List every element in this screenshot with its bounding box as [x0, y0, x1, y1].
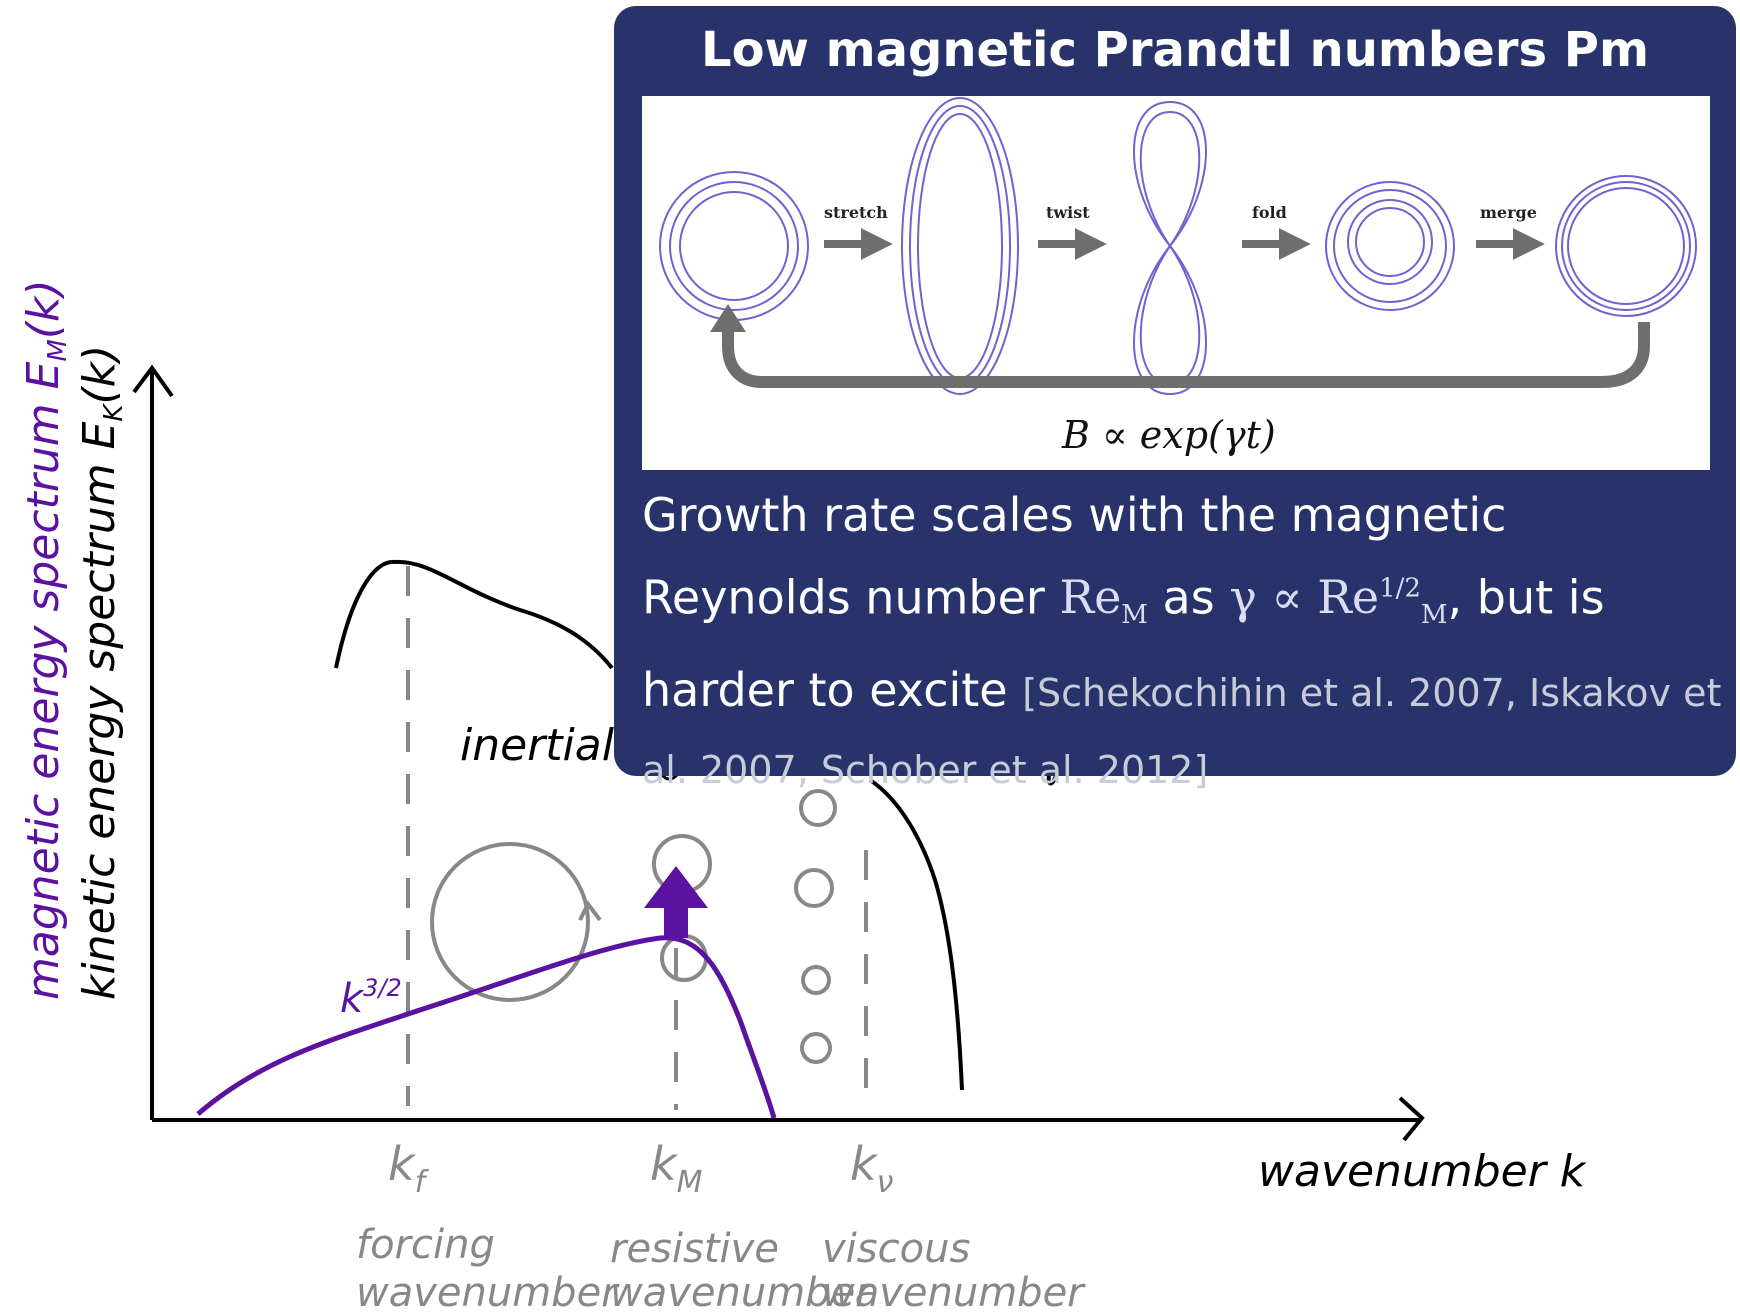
feedback-arrow [728, 322, 1644, 382]
caption-line-2b: as [1148, 570, 1229, 624]
eddy-circles [432, 791, 835, 1062]
flux-loop-initial [660, 172, 808, 320]
caption-line-1: Growth rate scales with the magnetic [642, 488, 1506, 542]
flux-loop-twisted [1134, 102, 1206, 394]
caption-line-2c: , but is [1448, 570, 1605, 624]
step-label-twist: twist [1046, 203, 1090, 222]
panel-title: Low magnetic Prandtl numbers Pm [614, 22, 1736, 78]
y-label-magnetic: magnetic energy spectrum EM(k) [18, 279, 73, 1000]
small-eddy-2 [796, 870, 832, 906]
y-label-kinetic: kinetic energy spectrum EK(k) [74, 345, 129, 1000]
caption-line-2a: Reynolds number [642, 570, 1059, 624]
small-eddy-3 [803, 967, 829, 993]
step-label-stretch: stretch [824, 203, 888, 222]
panel-caption: Growth rate scales with the magnetic Rey… [642, 478, 1722, 807]
caption-growth-scaling: γ ∝ Re1/2M [1229, 570, 1447, 624]
marker-knu: kν viscous wavenumber [822, 1137, 1086, 1313]
flux-loop-stretched [902, 98, 1018, 394]
km-symbol: kM [650, 1137, 703, 1200]
caption-reynolds: ReM [1059, 570, 1147, 624]
growth-arrow [644, 866, 708, 938]
marker-kf: kf forcing wavenumber [356, 1137, 620, 1313]
kf-desc-2: wavenumber [356, 1270, 620, 1313]
knu-desc-2: wavenumber [822, 1270, 1086, 1313]
caption-line-3: harder to excite [642, 663, 1022, 717]
flux-tube-figure: stretch twist fold merge B ∝ exp(γt) [642, 96, 1710, 470]
knu-desc-1: viscous [822, 1226, 970, 1272]
large-eddy [432, 844, 588, 1000]
growth-formula: B ∝ exp(γt) [1061, 413, 1276, 457]
dynamo-panel: Low magnetic Prandtl numbers Pm [614, 6, 1736, 776]
kf-symbol: kf [388, 1137, 430, 1200]
stretch-twist-fold-diagram: stretch twist fold merge B ∝ exp(γt) [642, 96, 1710, 470]
magnetic-spectrum-curve [198, 938, 774, 1118]
step-label-fold: fold [1252, 203, 1287, 222]
flux-loop-merged [1556, 176, 1696, 316]
flux-loop-folded [1326, 182, 1454, 310]
large-eddy-arrow [580, 904, 600, 920]
slope-label: k3/2 [340, 974, 402, 1022]
kf-desc-1: forcing [356, 1222, 495, 1268]
km-desc-1: resistive [610, 1226, 779, 1272]
knu-symbol: kν [850, 1137, 894, 1200]
small-eddy-4 [802, 1034, 830, 1062]
step-label-merge: merge [1480, 203, 1537, 222]
x-axis-label: wavenumber k [1258, 1146, 1587, 1197]
